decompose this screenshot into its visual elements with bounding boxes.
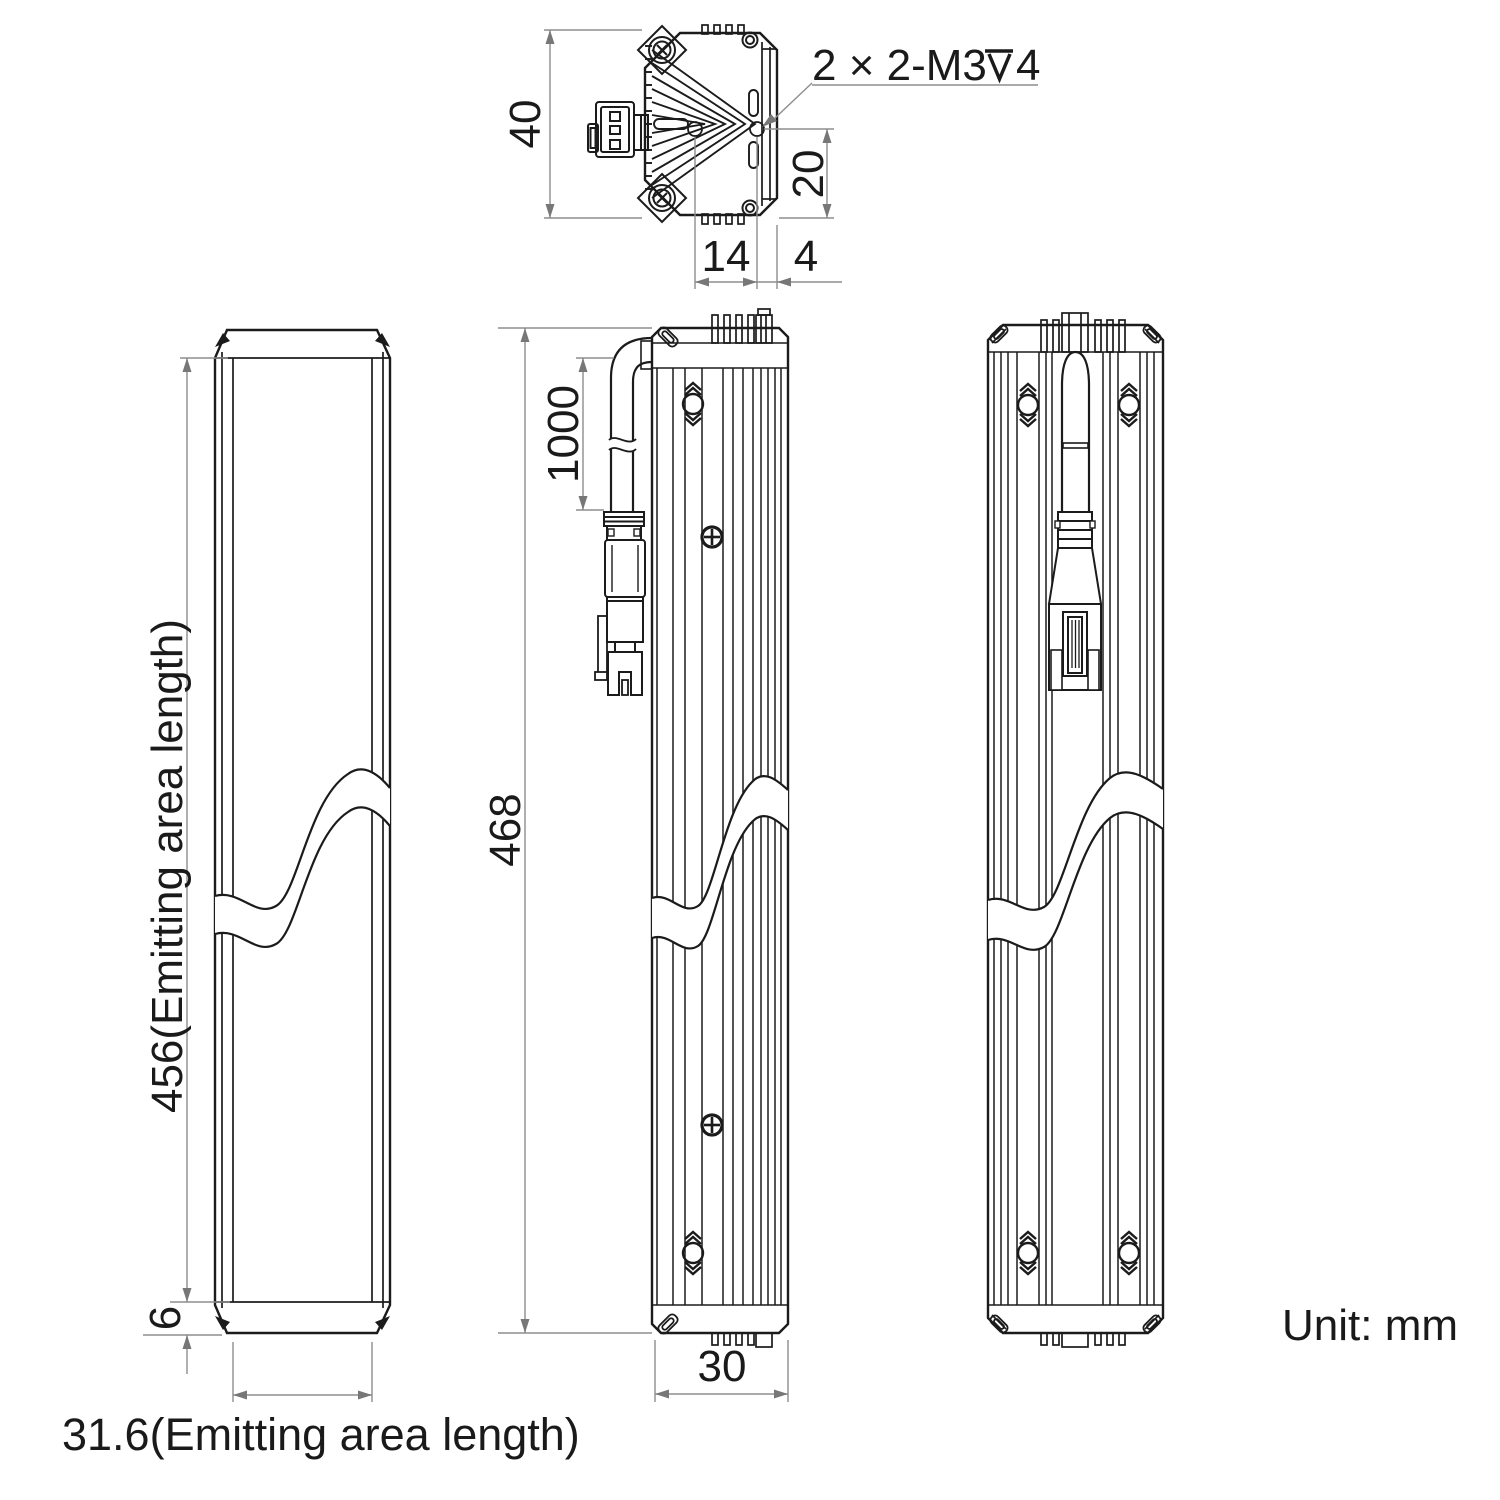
back-view-top-teeth [1040, 312, 1126, 353]
back-view-bottom-teeth [1040, 1332, 1126, 1348]
front-view: 456(Emitting area length) 6 31.6(Emittin… [62, 328, 580, 1460]
side-view: 1000 468 30 [481, 308, 790, 1402]
dim-14: 14 [694, 137, 758, 289]
top-view: 40 20 14 [501, 24, 1040, 289]
dim-31-6: 31.6(Emitting area length) [62, 1342, 580, 1460]
dim-6: 6 [141, 1306, 222, 1374]
dim-4: 4 [757, 225, 842, 289]
front-view-inner-lines [215, 352, 390, 1308]
phillips-screw-icon [700, 525, 724, 1137]
dim-1000-label: 1000 [539, 385, 588, 483]
back-cap-screw-icon [989, 324, 1162, 1334]
depth-symbol-icon [985, 49, 1013, 84]
front-view-corner-marks [215, 333, 390, 1330]
cable-connector-side [594, 511, 646, 696]
dim-456-label: 456(Emitting area length) [143, 619, 192, 1113]
side-cap-screw-icon [657, 326, 679, 1335]
side-view-top-teeth [711, 308, 773, 344]
dim-20-label: 20 [784, 150, 833, 199]
dim-14-label: 14 [702, 232, 751, 281]
back-view [986, 312, 1165, 1348]
dim-40: 40 [501, 29, 642, 219]
cable-connector-back [1047, 511, 1103, 691]
heatsink-chevron-fins [645, 45, 759, 199]
dim-468-label: 468 [481, 793, 530, 866]
front-view-outline [213, 328, 392, 1335]
cable-break [608, 437, 637, 453]
dim-40-label: 40 [501, 100, 550, 149]
dim-30: 30 [654, 1340, 789, 1402]
break-line-side [651, 775, 789, 950]
dim-468: 468 [481, 327, 652, 1334]
oval-mount-hole-icon [1016, 382, 1141, 1276]
break-line-back [987, 771, 1164, 951]
thread-note-depth: 4 [1016, 41, 1040, 90]
dim-456: 456(Emitting area length) [143, 357, 230, 1303]
thread-note-prefix: 2 × 2-M3 [812, 41, 987, 90]
corner-screw-icon [636, 24, 759, 224]
break-line-front [214, 768, 391, 948]
side-view-bottom-teeth [711, 1332, 773, 1348]
dim-20: 20 [764, 128, 834, 219]
heatsink-teeth-top [701, 24, 745, 225]
power-connector-top [587, 101, 649, 158]
unit-note: Unit: mm [1282, 1301, 1458, 1350]
cable-back [1060, 350, 1091, 512]
side-view-outline [650, 326, 790, 1335]
side-view-fin-lines [656, 368, 782, 1305]
back-view-fin-lines [993, 352, 1155, 1305]
thread-note: 2 × 2-M3 4 [762, 41, 1040, 127]
dim-31-6-label: 31.6(Emitting area length) [62, 1409, 580, 1460]
oval-mount-hole-icon [681, 381, 705, 1276]
dim-30-label: 30 [698, 1342, 747, 1391]
cable [609, 336, 653, 512]
dim-1000: 1000 [539, 357, 614, 511]
dim-6-label: 6 [141, 1306, 190, 1330]
dim-4-label: 4 [794, 232, 818, 281]
